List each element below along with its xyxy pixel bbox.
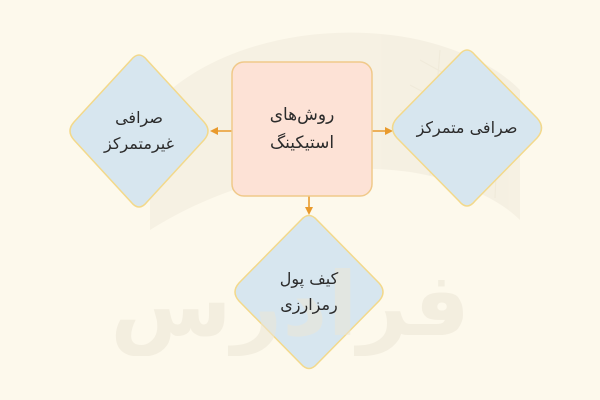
left-node-diamond (69, 54, 209, 208)
right-node-diamond (391, 49, 543, 207)
bottom-node-label: کیف پول رمزارزی (279, 269, 339, 314)
bottom-node-diamond (234, 214, 384, 370)
watermark-text: فرادرس (110, 253, 470, 356)
center-node-label: روش‌های استیکینگ (269, 105, 335, 153)
left-node-label: صرافی غیرمتمرکز (104, 108, 174, 153)
center-node-box (231, 61, 373, 197)
right-node-label: صرافی متمرکز (416, 118, 518, 137)
